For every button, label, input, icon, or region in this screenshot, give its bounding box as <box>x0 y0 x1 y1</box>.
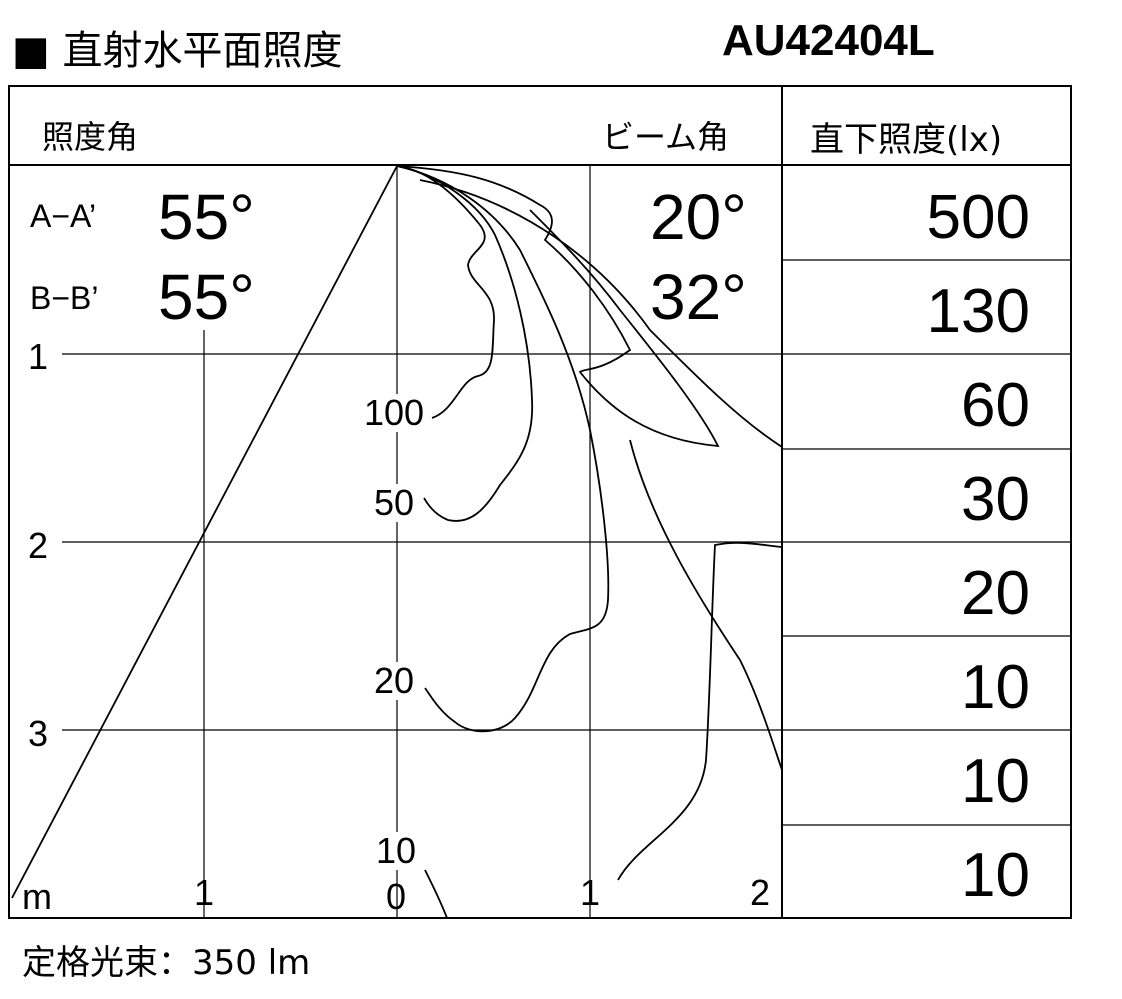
illuminance-header: 直下照度(lx) <box>810 120 1003 160</box>
beam-cone-line <box>11 165 398 899</box>
contour-20 <box>396 165 610 733</box>
contour-10 <box>396 165 783 881</box>
angle-header: 照度角 <box>42 118 139 156</box>
x-tick: 2 <box>750 872 771 913</box>
y-tick: 1 <box>28 336 49 377</box>
row-angle: 55° <box>158 261 255 333</box>
contour-label: 10 <box>376 830 417 871</box>
row-name: B−B’ <box>30 280 99 316</box>
contour-10-lower <box>424 869 448 919</box>
y-tick: 3 <box>28 713 49 754</box>
contour-label: 20 <box>374 660 415 701</box>
x-tick: 0 <box>386 876 407 917</box>
row-beam: 20° <box>650 181 747 253</box>
illuminance-value: 60 <box>961 371 1030 440</box>
x-tick: 1 <box>580 872 601 913</box>
illuminance-value: 500 <box>926 183 1030 252</box>
contour-label: 50 <box>374 482 415 523</box>
illuminance-value: 10 <box>961 747 1030 816</box>
contour-50 <box>396 165 534 522</box>
x-tick: 1 <box>194 872 215 913</box>
illuminance-value: 30 <box>961 465 1030 534</box>
contour-100 <box>396 165 495 419</box>
beam-header: ビーム角 <box>602 118 730 156</box>
diagram-title: ■ 直射水平面照度 <box>12 28 343 74</box>
row-beam: 32° <box>650 261 747 333</box>
illuminance-value: 10 <box>961 841 1030 910</box>
frame <box>8 85 1072 919</box>
illuminance-value: 130 <box>926 277 1030 346</box>
y-tick: 2 <box>28 525 49 566</box>
rated-luminous-flux: 定格光束：350 lm <box>22 943 311 983</box>
illuminance-value: 10 <box>961 653 1030 722</box>
model-number: AU42404L <box>722 16 935 65</box>
row-name: A−A’ <box>30 198 97 234</box>
illuminance-value: 20 <box>961 559 1030 628</box>
row-angle: 55° <box>158 181 255 253</box>
axis-unit: m <box>22 876 52 917</box>
contour-label: 100 <box>364 392 425 433</box>
